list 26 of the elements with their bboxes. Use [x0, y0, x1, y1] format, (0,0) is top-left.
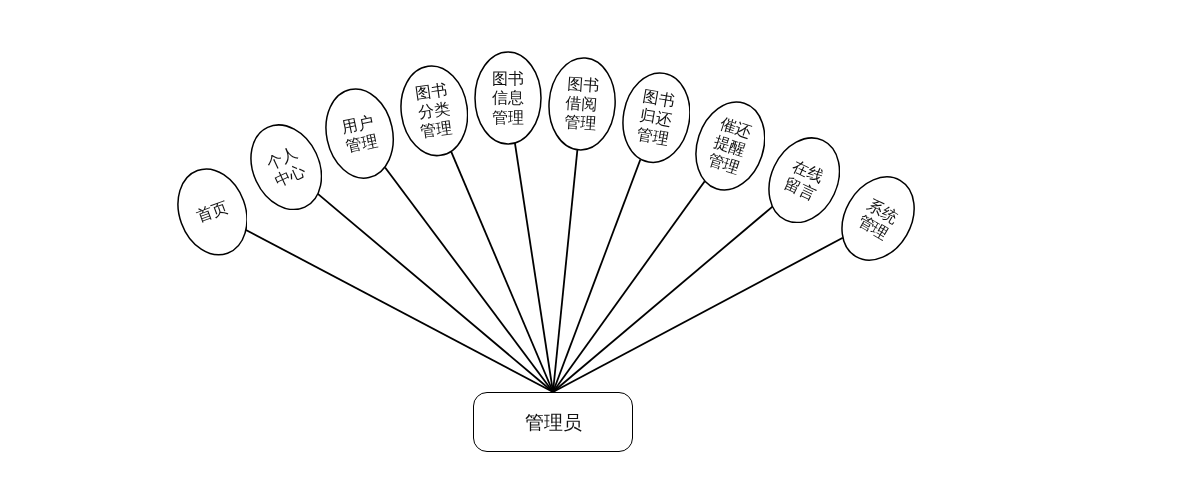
- node-label: 管理员: [524, 410, 582, 434]
- connector-line: [552, 205, 774, 393]
- node-label: 图书归还管理: [634, 86, 678, 150]
- node-label: 个人中心: [262, 142, 310, 192]
- role-box: [473, 392, 633, 452]
- function-ellipse: [767, 136, 841, 224]
- node-label: 图书分类管理: [413, 80, 455, 142]
- connector-line: [552, 180, 706, 393]
- function-ellipse: [840, 176, 916, 262]
- function-ellipse: [547, 57, 617, 151]
- function-ellipse: [249, 123, 323, 211]
- function-ellipse: [621, 72, 691, 164]
- node-label: 在线留言: [780, 155, 828, 205]
- node-label: 催还提醒管理: [705, 113, 755, 179]
- node-label: 用户管理: [339, 111, 381, 157]
- connector-line: [316, 192, 554, 393]
- function-ellipse: [694, 101, 766, 191]
- node-label: 系统管理: [853, 193, 903, 244]
- function-ellipse: [176, 168, 248, 256]
- node-label: 首页: [192, 197, 232, 227]
- node-label: 图书借阅管理: [563, 74, 601, 134]
- function-ellipse: [474, 51, 542, 145]
- node-label: 图书信息管理: [491, 69, 525, 127]
- function-ellipse: [325, 88, 395, 180]
- function-ellipse: [399, 65, 469, 157]
- connector-line: [552, 236, 844, 393]
